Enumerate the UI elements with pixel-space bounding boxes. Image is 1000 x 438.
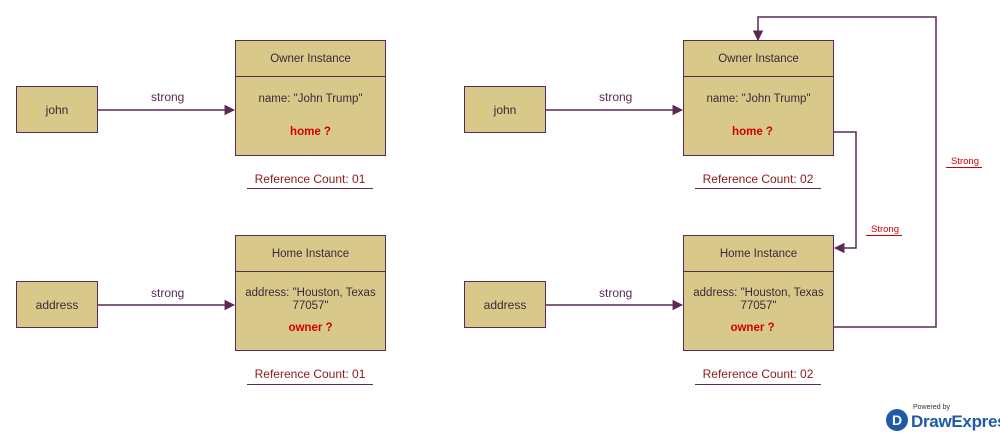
var-john-label: john xyxy=(493,102,517,117)
strong-label-home-link: Strong xyxy=(871,224,899,235)
var-john-left: john xyxy=(16,86,98,133)
owner-ref: owner ? xyxy=(288,322,333,334)
var-address-right: address xyxy=(464,281,546,328)
var-address-label: address xyxy=(35,297,79,312)
edge-label-strong: strong xyxy=(599,286,633,300)
strong-label-underline xyxy=(946,167,982,168)
home-address-prop-line2: 77057" xyxy=(292,300,329,312)
edge-label-strong: strong xyxy=(151,90,185,104)
ref-count-underline xyxy=(695,384,821,385)
home-instance-title: Home Instance xyxy=(684,236,833,272)
edge-label-strong: strong xyxy=(151,286,185,300)
ref-count-owner-right: Reference Count: 02 xyxy=(702,172,814,186)
home-ref: home ? xyxy=(732,126,773,138)
strong-label-underline xyxy=(866,235,902,236)
home-address-prop-line1: address: "Houston, Texas xyxy=(245,287,376,299)
home-instance-left: Home Instance address: "Houston, Texas 7… xyxy=(235,235,386,351)
owner-name-prop: name: "John Trump" xyxy=(258,93,363,105)
ref-count-home-right: Reference Count: 02 xyxy=(702,367,814,381)
owner-name-prop: name: "John Trump" xyxy=(706,93,811,105)
var-address-left: address xyxy=(16,281,98,328)
drawexpress-brand-text: DrawExpress xyxy=(911,412,1000,431)
var-address-label: address xyxy=(483,297,527,312)
home-instance-title: Home Instance xyxy=(236,236,385,272)
edge-owner-ref-to-owner-instance xyxy=(752,16,937,328)
ref-count-underline xyxy=(247,188,373,189)
powered-by-text: Powered by xyxy=(913,404,950,411)
ref-count-owner-left: Reference Count: 01 xyxy=(254,172,366,186)
owner-instance-right: Owner Instance name: "John Trump" home ? xyxy=(683,40,834,156)
owner-instance-title: Owner Instance xyxy=(236,41,385,77)
owner-instance-title: Owner Instance xyxy=(684,41,833,77)
var-john-label: john xyxy=(45,102,69,117)
ref-count-home-left: Reference Count: 01 xyxy=(254,367,366,381)
home-instance-right: Home Instance address: "Houston, Texas 7… xyxy=(683,235,834,351)
ref-count-underline xyxy=(695,188,821,189)
home-address-prop-line2: 77057" xyxy=(740,300,777,312)
owner-instance-left: Owner Instance name: "John Trump" home ? xyxy=(235,40,386,156)
strong-label-owner-link: Strong xyxy=(951,156,979,167)
owner-ref: owner ? xyxy=(730,322,775,334)
edge-label-strong: strong xyxy=(599,90,633,104)
home-ref: home ? xyxy=(290,126,331,138)
ref-count-underline xyxy=(247,384,373,385)
drawexpress-logo: D Powered by DrawExpress xyxy=(886,404,1000,432)
drawexpress-badge-icon: D xyxy=(886,409,908,431)
home-address-prop-line1: address: "Houston, Texas xyxy=(693,287,824,299)
var-john-right: john xyxy=(464,86,546,133)
